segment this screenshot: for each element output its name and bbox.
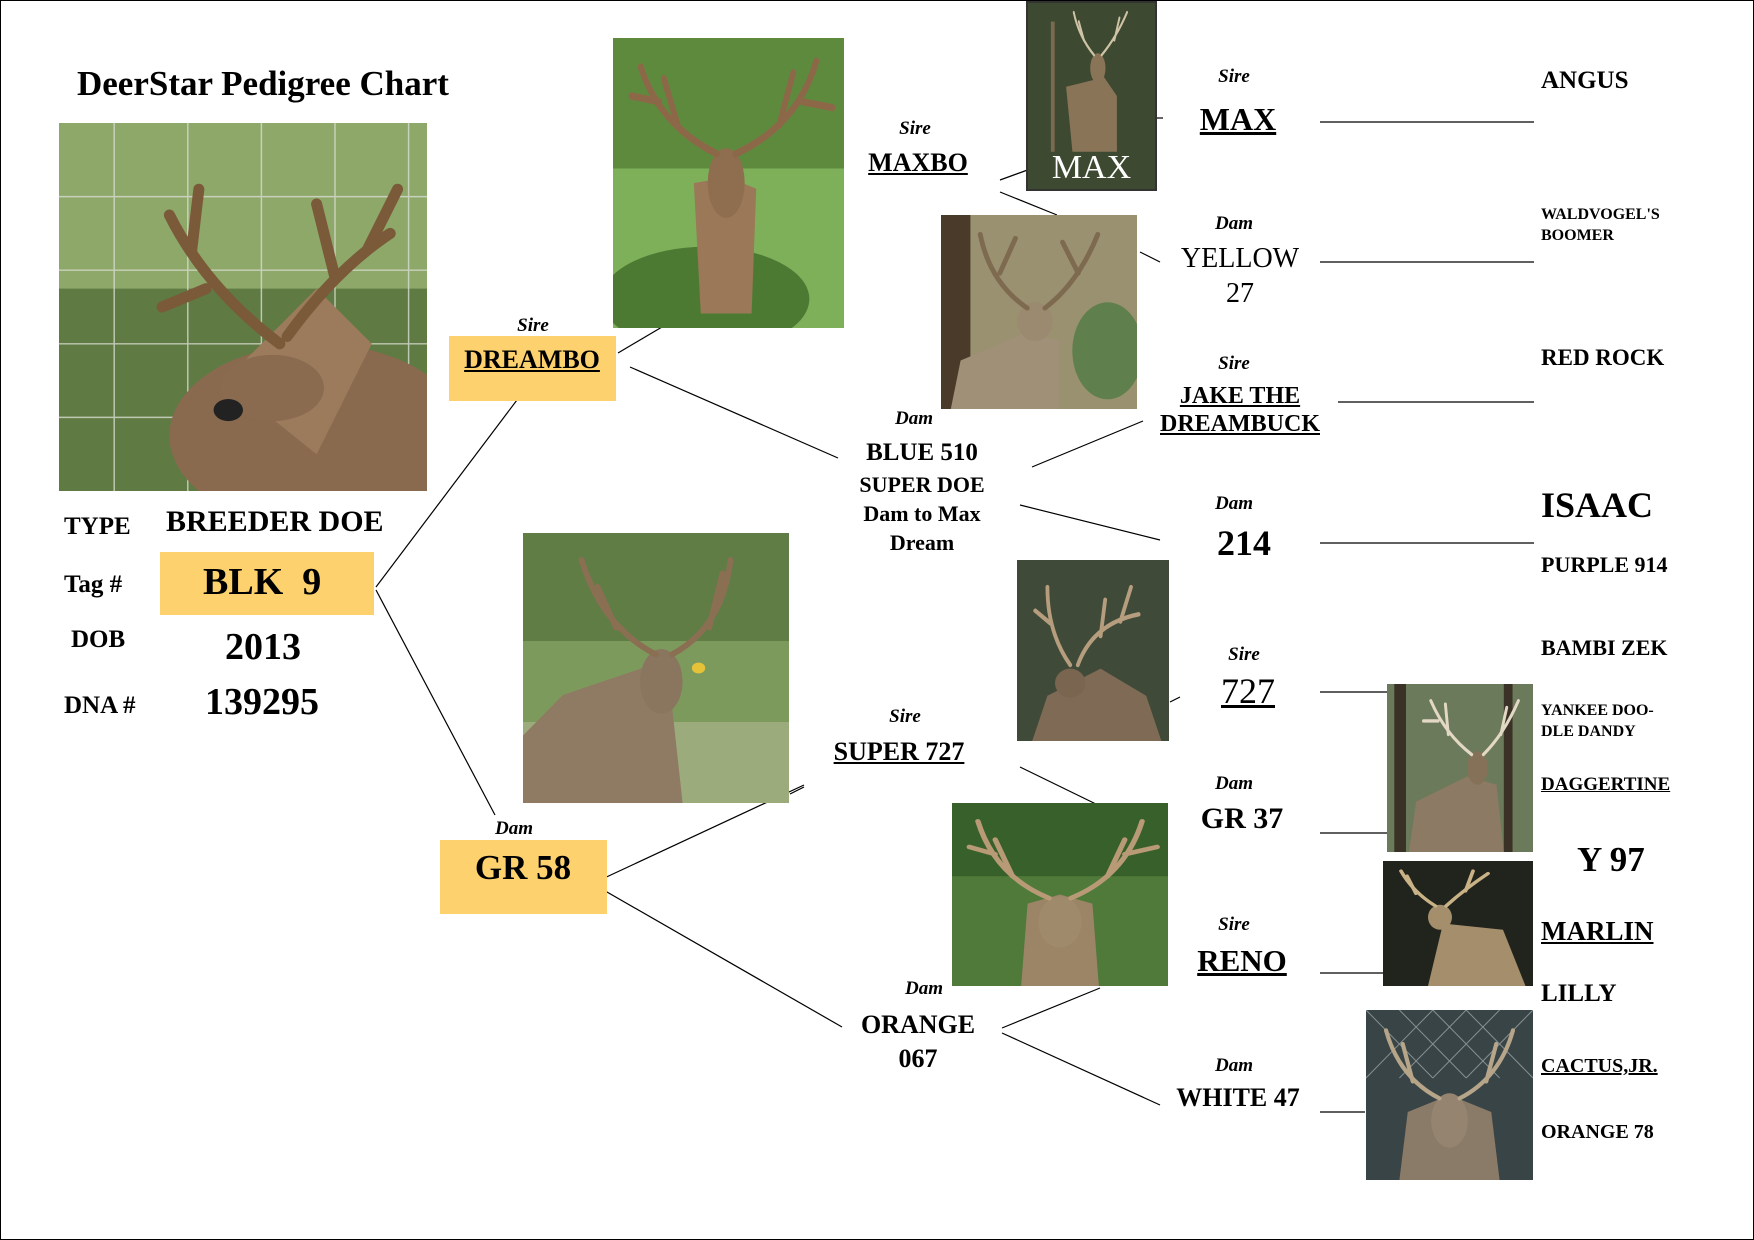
subject-photo	[59, 123, 427, 491]
line-yellow-photo	[1139, 251, 1161, 263]
relation-reno: Sire	[1218, 914, 1250, 935]
yellow27-line2: 27	[1226, 278, 1254, 309]
dna-value: 139295	[205, 681, 319, 723]
relation-jake: Sire	[1218, 353, 1250, 374]
dam-gr37: GR 37	[1200, 802, 1284, 835]
dam-orange067: ORANGE 067	[861, 1008, 975, 1076]
orange067-photo	[952, 803, 1168, 986]
sire-reno: RENO	[1197, 943, 1287, 978]
ancestor-purple914: PURPLE 914	[1541, 552, 1668, 577]
blue510-line4: Dream	[889, 530, 955, 555]
ancestor-isaac: ISAAC	[1541, 485, 1654, 525]
dreambo-photo	[613, 38, 844, 328]
relation-orange067: Dam	[905, 978, 943, 999]
yankee-line1: YANKEE DOO-	[1541, 702, 1654, 719]
yankee-photo	[1387, 684, 1533, 852]
relation-blue510: Dam	[895, 408, 933, 429]
marlin-photo	[1383, 861, 1533, 986]
page-title: DeerStar Pedigree Chart	[77, 64, 449, 103]
ancestor-cactus-jr: CACTUS,JR.	[1541, 1055, 1658, 1077]
dam-white47: WHITE 47	[1176, 1083, 1300, 1112]
dna-label: DNA #	[64, 692, 136, 719]
tag-label: Tag #	[64, 571, 123, 598]
sire-max: MAX	[1199, 101, 1277, 137]
line-blk9-dreambo	[375, 399, 518, 588]
dob-label: DOB	[71, 626, 126, 653]
sire-727: 727	[1221, 671, 1275, 711]
line-super727-gr37	[1019, 766, 1101, 807]
blue510-line3: Dam to Max	[863, 501, 981, 526]
ancestor-orange78: ORANGE 78	[1541, 1121, 1654, 1143]
ancestor-y97: Y 97	[1577, 840, 1645, 879]
sire-jake: JAKE THE DREAMBUCK	[1160, 382, 1320, 438]
relation-white47: Dam	[1215, 1055, 1253, 1076]
dam-gr58: GR 58	[474, 848, 572, 887]
ancestor-daggertine: DAGGERTINE	[1541, 774, 1671, 795]
jake-line1: JAKE THE	[1179, 383, 1301, 409]
line-blk9-gr58	[375, 589, 496, 816]
dreambo-highlight	[449, 336, 616, 401]
blue510-line1: BLUE 510	[866, 439, 978, 466]
ancestor-red-rock: RED ROCK	[1541, 345, 1665, 370]
relation-214: Dam	[1215, 493, 1253, 514]
gr58-photo	[523, 533, 789, 803]
dob-value: 2013	[225, 626, 301, 668]
dam-214: 214	[1217, 523, 1271, 563]
relation-727: Sire	[1228, 644, 1260, 665]
max-photo: MAX	[1026, 1, 1157, 191]
ancestor-lilly: LILLY	[1541, 980, 1617, 1007]
relation-maxbo: Sire	[899, 118, 931, 139]
dam-blue510-desc: SUPER DOE Dam to Max Dream	[859, 470, 984, 557]
relation-yellow27: Dam	[1215, 213, 1253, 234]
ancestor-yankee: YANKEE DOO- DLE DANDY	[1541, 700, 1654, 742]
sire-dreambo: DREAMBO	[464, 345, 600, 374]
type-value: BREEDER DOE	[166, 505, 384, 538]
line-dreambo-blue510	[629, 366, 839, 459]
relation-gr58: Dam	[495, 818, 533, 839]
ancestor-waldvogel: WALDVOGEL'S BOOMER	[1541, 204, 1660, 246]
sire-super727: SUPER 727	[833, 737, 965, 766]
line-maxbo-yellow	[999, 191, 1058, 216]
relation-gr37: Dam	[1215, 773, 1253, 794]
dam-blue510: BLUE 510	[866, 438, 978, 468]
waldvogel-line1: WALDVOGEL'S	[1541, 206, 1660, 223]
jake-line2: DREAMBUCK	[1160, 411, 1320, 437]
tag-highlight	[160, 552, 374, 615]
yellow27-photo	[941, 215, 1137, 409]
line-727-photo	[1169, 696, 1181, 703]
gr58-highlight	[440, 840, 607, 914]
ancestor-marlin: MARLIN	[1541, 916, 1654, 946]
orange067-line1: ORANGE	[860, 1010, 976, 1039]
line-dreambo-photo	[617, 326, 663, 354]
blue510-line2: SUPER DOE	[859, 472, 985, 497]
sire-maxbo: MAXBO	[868, 148, 968, 177]
max-photo-caption: MAX	[1051, 149, 1132, 186]
line-super727-photo	[789, 786, 805, 795]
waldvogel-line2: BOOMER	[1541, 227, 1614, 244]
line-blue510-214	[1019, 504, 1161, 541]
line-orange-white47	[1001, 1032, 1161, 1106]
line-blue510-jake	[1031, 420, 1144, 468]
relation-max: Sire	[1218, 66, 1250, 87]
orange067-line2: 067	[898, 1044, 938, 1073]
relation-dreambo: Sire	[517, 315, 549, 336]
relation-super727: Sire	[889, 706, 921, 727]
ancestor-angus: ANGUS	[1541, 67, 1629, 94]
type-label: TYPE	[64, 513, 131, 540]
yellow27-line1: YELLOW	[1180, 243, 1300, 274]
cactus-photo	[1366, 1010, 1533, 1180]
ancestor-bambi-zek: BAMBI ZEK	[1541, 635, 1668, 660]
line-orange-reno	[1001, 987, 1101, 1029]
s727-photo	[1017, 560, 1169, 741]
line-gr58-orange	[599, 887, 843, 1028]
tag-value: BLK 9	[203, 561, 322, 603]
yankee-line2: DLE DANDY	[1541, 723, 1636, 740]
dam-yellow27: YELLOW 27	[1181, 241, 1299, 311]
